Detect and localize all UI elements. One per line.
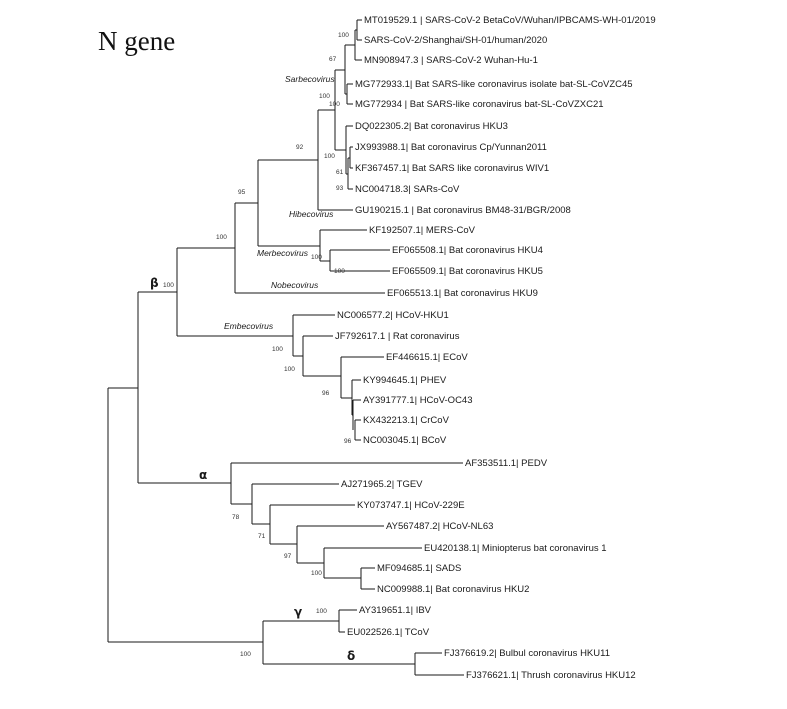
bootstrap-value: 96 [322, 390, 330, 397]
leaf-label: MG772933.1| Bat SARS-like coronavirus is… [355, 79, 633, 90]
clade-labels: Sarbecovirus Hibecovirus Merbecovirus No… [224, 74, 335, 331]
leaf-label: JX993988.1| Bat coronavirus Cp/Yunnan201… [355, 142, 547, 153]
bootstrap-value: 61 [336, 169, 344, 176]
bootstrap-value: 100 [272, 346, 283, 353]
bootstrap-value: 100 [284, 366, 295, 373]
clade-label-merbecovirus: Merbecovirus [257, 248, 309, 258]
bootstrap-value: 100 [329, 101, 340, 108]
leaf-label: DQ022305.2| Bat coronavirus HKU3 [355, 121, 508, 132]
leaf-label: FJ376621.1| Thrush coronavirus HKU12 [466, 670, 636, 681]
leaf-label: MF094685.1| SADS [377, 563, 461, 574]
bootstrap-value: 96 [344, 438, 352, 445]
bootstrap-value: 100 [316, 608, 327, 615]
leaf-label: AY391777.1| HCoV-OC43 [363, 395, 473, 406]
bootstrap-value: 100 [216, 234, 227, 241]
leaf-label: NC004718.3| SARs-CoV [355, 184, 460, 195]
leaf-label: EU420138.1| Miniopterus bat coronavirus … [424, 543, 607, 554]
bootstrap-value: 100 [311, 570, 322, 577]
leaf-label: KX432213.1| CrCoV [363, 415, 450, 426]
bootstrap-value: 100 [163, 282, 174, 289]
bootstrap-value: 97 [284, 553, 292, 560]
leaf-label: AF353511.1| PEDV [465, 458, 548, 469]
bootstrap-value: 100 [240, 651, 251, 658]
genus-label-gamma: γ [294, 605, 302, 619]
bootstrap-value: 95 [238, 189, 246, 196]
tree-branches [107, 19, 464, 676]
leaf-label: AJ271965.2| TGEV [341, 479, 423, 490]
bootstrap-value: 100 [324, 153, 335, 160]
leaf-label: KF192507.1| MERS-CoV [369, 225, 476, 236]
bootstrap-value: 100 [338, 32, 349, 39]
leaf-label: KY994645.1| PHEV [363, 375, 447, 386]
leaf-label: EU022526.1| TCoV [347, 627, 430, 638]
leaf-label: AY319651.1| IBV [359, 605, 432, 616]
leaf-label: AY567487.2| HCoV-NL63 [386, 521, 493, 532]
bootstrap-value: 78 [232, 514, 240, 521]
clade-label-sarbecovirus: Sarbecovirus [285, 74, 335, 84]
genus-label-alpha: α [199, 468, 207, 482]
leaf-label: NC003045.1| BCoV [363, 435, 447, 446]
leaf-label: MT019529.1 | SARS-CoV-2 BetaCoV/Wuhan/IP… [364, 15, 656, 26]
bootstrap-values: 100 67 100 100 61 93 100 92 100 100 95 1… [163, 32, 352, 658]
bootstrap-value: 93 [336, 185, 344, 192]
genus-label-delta: δ [347, 649, 355, 663]
bootstrap-value: 92 [296, 144, 304, 151]
leaf-label: EF065508.1| Bat coronavirus HKU4 [392, 245, 543, 256]
genus-label-beta: β [150, 276, 159, 290]
leaf-labels: MT019529.1 | SARS-CoV-2 BetaCoV/Wuhan/IP… [335, 15, 656, 681]
clade-label-hibecovirus: Hibecovirus [289, 209, 334, 219]
figure-title: N gene [98, 26, 175, 56]
bootstrap-value: 100 [334, 268, 345, 275]
clade-label-nobecovirus: Nobecovirus [271, 280, 319, 290]
leaf-label: NC006577.2| HCoV-HKU1 [337, 310, 449, 321]
leaf-label: MG772934 | Bat SARS-like coronavirus bat… [355, 99, 604, 110]
bootstrap-value: 100 [319, 93, 330, 100]
bootstrap-value: 100 [311, 254, 322, 261]
leaf-label: EF065513.1| Bat coronavirus HKU9 [387, 288, 538, 299]
leaf-label: FJ376619.2| Bulbul coronavirus HKU11 [444, 648, 610, 659]
leaf-label: EF065509.1| Bat coronavirus HKU5 [392, 266, 543, 277]
bootstrap-value: 67 [329, 56, 337, 63]
leaf-label: KY073747.1| HCoV-229E [357, 500, 465, 511]
leaf-label: KF367457.1| Bat SARS like coronavirus WI… [355, 163, 549, 174]
leaf-label: GU190215.1 | Bat coronavirus BM48-31/BGR… [355, 205, 571, 216]
leaf-label: MN908947.3 | SARS-CoV-2 Wuhan-Hu-1 [364, 55, 538, 66]
leaf-label: JF792617.1 | Rat coronavirus [335, 331, 460, 342]
leaf-label: EF446615.1| ECoV [386, 352, 468, 363]
genus-labels: β α γ δ [150, 276, 355, 663]
clade-label-embecovirus: Embecovirus [224, 321, 274, 331]
bootstrap-value: 71 [258, 533, 266, 540]
leaf-label: SARS-CoV-2/Shanghai/SH-01/human/2020 [364, 35, 547, 46]
leaf-label: NC009988.1| Bat coronavirus HKU2 [377, 584, 529, 595]
